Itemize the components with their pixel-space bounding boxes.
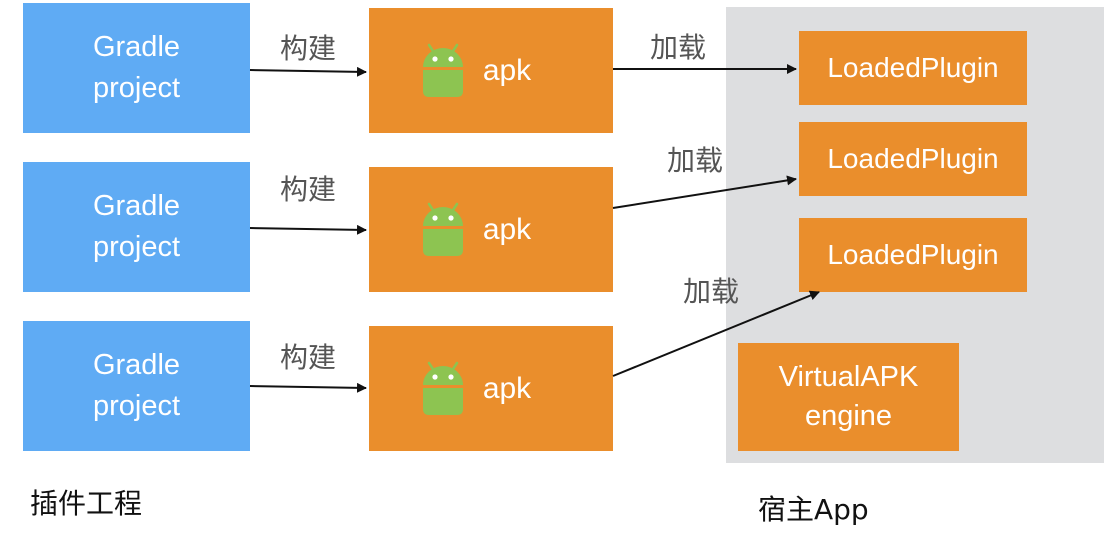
gradle-project-box-3: Gradle project [23,321,250,451]
host-app-caption: 宿主App [758,493,869,526]
load-label-3: 加载 [683,275,740,308]
android-robot-icon [422,43,463,97]
plugin-project-caption: 插件工程 [30,487,143,520]
load-label-2: 加载 [667,144,724,177]
engine-line1: VirtualAPK [778,361,919,393]
load-arrow-2 [612,175,797,209]
apk-box-3: apk [369,326,613,451]
apk-label: apk [482,53,532,87]
gradle-project-line2: project [92,231,181,263]
build-label-2: 构建 [280,173,337,206]
load-label-1: 加载 [650,31,707,64]
apk-box-2: apk [369,167,613,292]
gradle-project-line2: project [92,72,181,104]
build-arrow-2 [249,224,367,235]
gradle-project-line1: Gradle [92,190,181,222]
build-arrow-3 [249,382,367,393]
loaded-plugin-label: LoadedPlugin [827,239,999,270]
android-robot-icon [422,202,463,256]
engine-line2: engine [804,400,893,432]
loaded-plugin-label: LoadedPlugin [827,143,999,174]
build-arrow-1 [249,66,367,77]
android-robot-icon [422,361,463,415]
loaded-plugin-box-2: LoadedPlugin [799,122,1027,196]
apk-label: apk [482,212,532,246]
apk-label: apk [482,371,532,405]
loaded-plugin-box-1: LoadedPlugin [799,31,1027,105]
gradle-project-line1: Gradle [92,31,181,63]
virtualapk-engine-box: VirtualAPK engine [738,343,959,451]
gradle-project-line2: project [92,390,181,422]
gradle-project-box-2: Gradle project [23,162,250,292]
load-arrow-3 [612,290,820,377]
loaded-plugin-box-3: LoadedPlugin [799,218,1027,292]
gradle-project-box-1: Gradle project [23,3,250,133]
loaded-plugin-label: LoadedPlugin [827,52,999,83]
build-label-1: 构建 [280,32,337,65]
build-label-3: 构建 [280,341,337,374]
apk-box-1: apk [369,8,613,133]
gradle-project-line1: Gradle [92,349,181,381]
